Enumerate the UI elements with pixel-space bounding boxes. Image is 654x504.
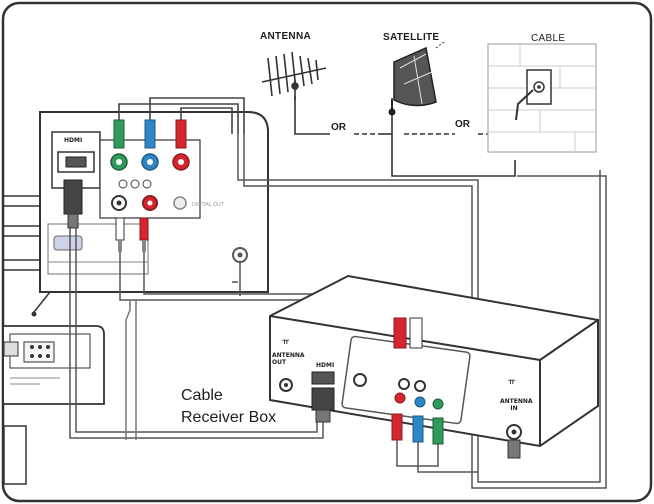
receiver-antenna-in-label: ANTENNA IN — [500, 398, 533, 412]
cable-label: CABLE — [531, 33, 566, 44]
tv-hdmi-label: HDMI — [64, 137, 83, 144]
vga-port-icon — [53, 235, 83, 251]
antenna-label: ANTENNA — [260, 31, 311, 42]
connecting-cables — [69, 134, 607, 489]
cable-wall-outlet-icon — [487, 43, 597, 153]
receiver-caption-line2: Receiver Box — [181, 409, 277, 426]
component-cable-top — [118, 97, 245, 134]
antenna-icon — [261, 51, 327, 100]
tv-audio-plugs — [115, 217, 149, 252]
or-label-2: OR — [455, 119, 470, 130]
svg-text:ㅠ: ㅠ — [282, 337, 290, 346]
hdmi-port-icon — [65, 156, 87, 168]
satellite-dish-icon — [388, 41, 445, 116]
tv-hdmi-plug — [63, 179, 83, 229]
or-label-1: OR — [331, 122, 346, 133]
receiver-plugs — [311, 317, 521, 473]
svg-text:DIGITAL OUT: DIGITAL OUT — [192, 202, 225, 208]
svg-text:ㅠ: ㅠ — [508, 377, 516, 386]
tv-side-lines — [4, 195, 40, 271]
satellite-label: SATELLITE — [383, 32, 440, 43]
receiver-antenna-out-label: ANTENNA OUT — [272, 352, 305, 366]
digital-audio-jack-icon — [173, 196, 187, 210]
receiver-caption-line1: Cable — [181, 387, 223, 404]
cable-receiver-box: ㅠ ㅠ — [269, 274, 599, 448]
receiver-caption: Cable Receiver Box — [181, 385, 276, 429]
receiver-hdmi-label: HDMI — [316, 362, 335, 369]
tv-back-panel: DIGITAL OUT — [39, 111, 269, 293]
